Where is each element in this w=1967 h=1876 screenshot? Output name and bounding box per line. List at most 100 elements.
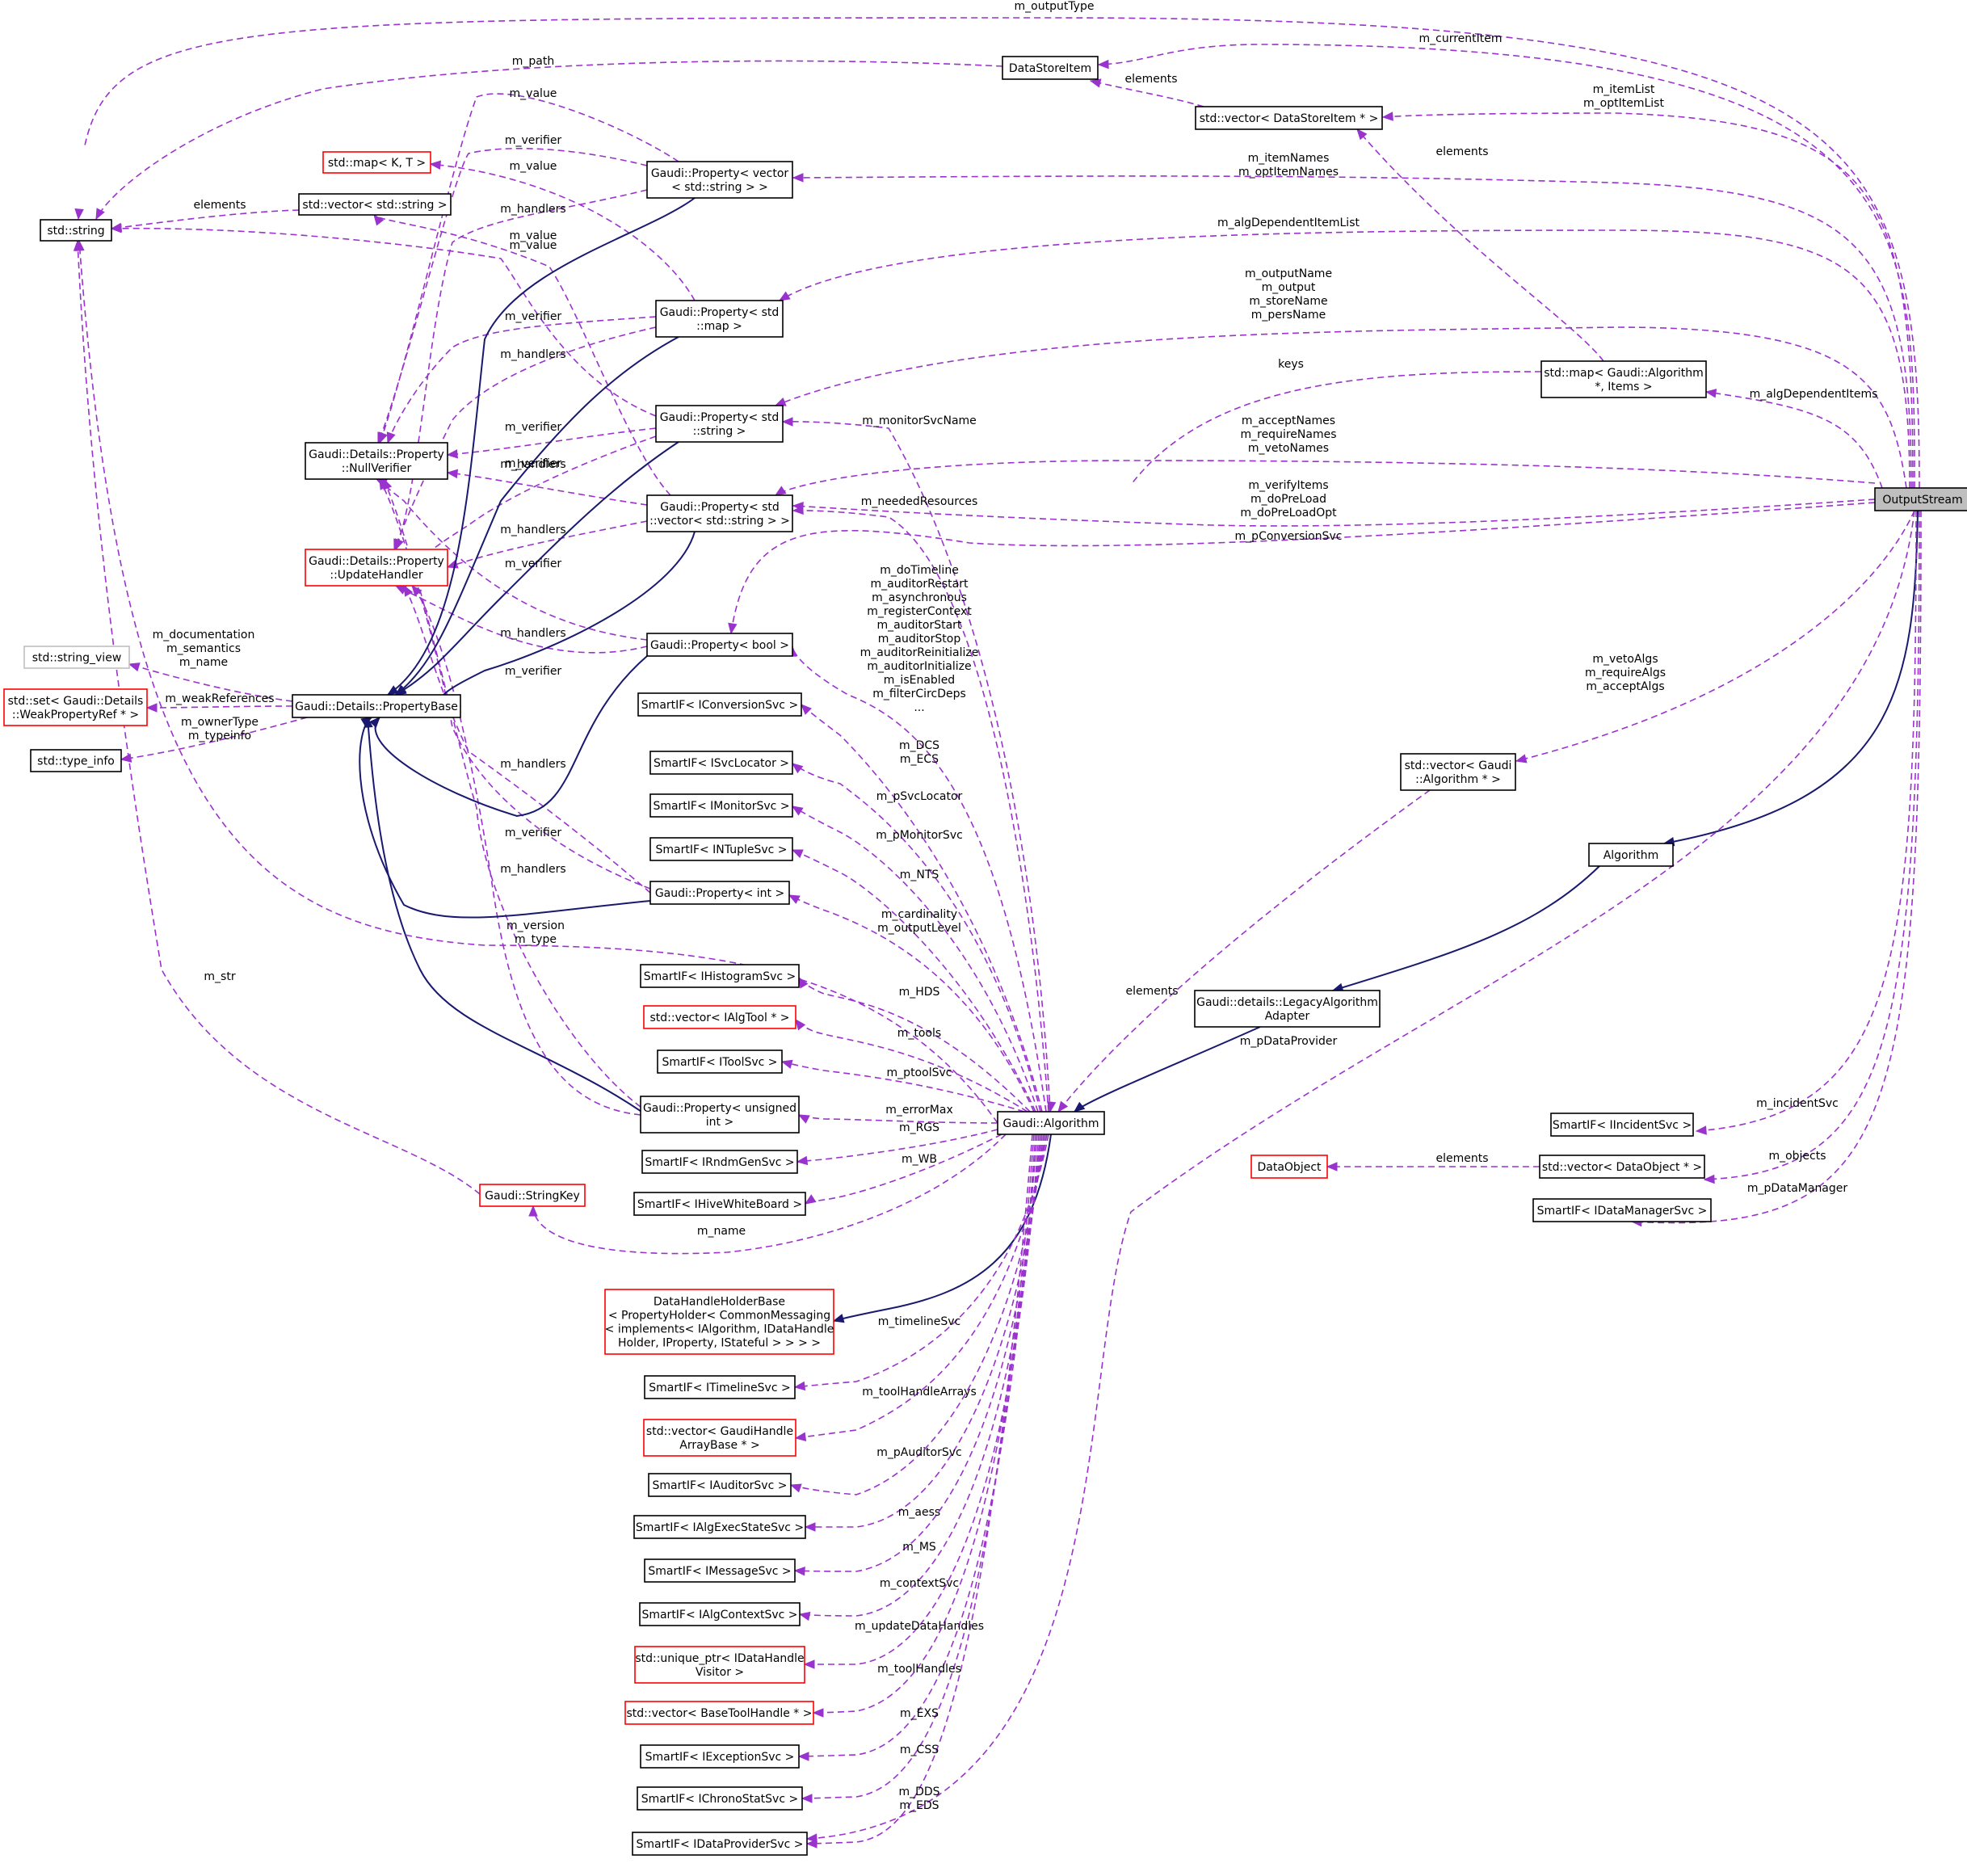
node-box[interactable] [40, 219, 112, 242]
class-node-simonitorsvc[interactable]: SmartIF< IMonitorSvc > [649, 793, 793, 818]
class-node-siexceptionsvc[interactable]: SmartIF< IExceptionSvc > [640, 1744, 800, 1769]
node-box[interactable] [643, 1419, 796, 1457]
node-box[interactable] [1195, 106, 1383, 130]
class-node-stdmapkt[interactable]: std::map< K, T > [322, 151, 431, 174]
class-node-stdstring[interactable]: std::string [40, 219, 112, 242]
node-box[interactable] [305, 442, 448, 480]
class-node-sidataprovidersvc[interactable]: SmartIF< IDataProviderSvc > [632, 1832, 808, 1856]
node-box[interactable] [646, 161, 793, 199]
class-node-siincidentsvc[interactable]: SmartIF< IIncidentSvc > [1550, 1113, 1694, 1137]
node-box[interactable] [633, 1515, 806, 1539]
node-box[interactable] [648, 1473, 792, 1497]
node-box[interactable] [1250, 1155, 1328, 1179]
class-node-propint[interactable]: Gaudi::Property< int > [649, 881, 790, 905]
class-node-datastoreitem[interactable]: DataStoreItem [1002, 56, 1099, 80]
class-node-sihivewhiteboard[interactable]: SmartIF< IHiveWhiteBoard > [633, 1192, 806, 1216]
node-box[interactable] [649, 881, 790, 905]
class-node-propvecstring[interactable]: Gaudi::Property< vector< std::string > > [646, 161, 793, 199]
node-box[interactable] [649, 751, 793, 775]
node-box[interactable] [1400, 753, 1516, 791]
class-node-sialgcontextsvc[interactable]: SmartIF< IAlgContextSvc > [639, 1602, 801, 1626]
class-node-sialgexecstatesvc[interactable]: SmartIF< IAlgExecStateSvc > [633, 1515, 806, 1539]
class-node-vecdatastoreitem[interactable]: std::vector< DataStoreItem * > [1195, 106, 1383, 130]
class-node-propstdstring[interactable]: Gaudi::Property< std::string > [655, 405, 784, 443]
node-box[interactable] [639, 1602, 801, 1626]
node-box[interactable] [646, 494, 793, 532]
node-box[interactable] [1540, 360, 1707, 398]
node-box[interactable] [624, 1701, 814, 1725]
class-node-updatehandler[interactable]: Gaudi::Details::Property::UpdateHandler [305, 549, 448, 587]
class-node-vecialgtool[interactable]: std::vector< IAlgTool * > [643, 1005, 796, 1029]
class-node-siauditorsvc[interactable]: SmartIF< IAuditorSvc > [648, 1473, 792, 1497]
node-box[interactable] [649, 793, 793, 818]
node-box[interactable] [632, 1832, 808, 1856]
node-box[interactable] [305, 549, 448, 587]
class-node-vecdataobject[interactable]: std::vector< DataObject * > [1539, 1155, 1705, 1179]
node-box[interactable] [298, 193, 452, 216]
node-box[interactable] [292, 694, 461, 718]
class-node-propstdmap[interactable]: Gaudi::Property< std::map > [655, 300, 784, 338]
class-node-sihistogramsvc[interactable]: SmartIF< IHistogramSvc > [640, 964, 800, 988]
node-box[interactable] [30, 749, 122, 772]
node-box[interactable] [641, 1150, 798, 1174]
node-box[interactable] [640, 1744, 800, 1769]
node-box[interactable] [997, 1111, 1105, 1135]
node-box[interactable] [604, 1289, 834, 1355]
class-node-propertybase[interactable]: Gaudi::Details::PropertyBase [292, 694, 461, 718]
node-box[interactable] [643, 1005, 796, 1029]
class-node-outputstream[interactable]: OutputStream [1874, 487, 1967, 511]
node-box[interactable] [1002, 56, 1099, 80]
node-box[interactable] [649, 837, 793, 861]
node-box[interactable] [633, 1192, 806, 1216]
class-node-vecalgptr[interactable]: std::vector< Gaudi::Algorithm * > [1400, 753, 1516, 791]
class-node-sidatamanagersvc[interactable]: SmartIF< IDataManagerSvc > [1532, 1198, 1712, 1222]
node-box[interactable] [1550, 1113, 1694, 1137]
node-box[interactable] [637, 1786, 803, 1811]
class-node-sirndmgensvc[interactable]: SmartIF< IRndmGenSvc > [641, 1150, 798, 1174]
class-node-vecstring[interactable]: std::vector< std::string > [298, 193, 452, 216]
class-node-dataobject[interactable]: DataObject [1250, 1155, 1328, 1179]
node-box[interactable] [1539, 1155, 1705, 1179]
node-box[interactable] [637, 692, 802, 717]
class-node-sichronostatsvc[interactable]: SmartIF< IChronoStatSvc > [637, 1786, 803, 1811]
class-node-nullverifier[interactable]: Gaudi::Details::Property::NullVerifier [305, 442, 448, 480]
node-box[interactable] [634, 1646, 805, 1684]
class-node-typeinfo[interactable]: std::type_info [30, 749, 122, 772]
node-box[interactable] [657, 1049, 783, 1074]
class-node-vecbasetoolhandle[interactable]: std::vector< BaseToolHandle * > [624, 1701, 814, 1725]
class-node-stringview[interactable]: std::string_view [23, 646, 130, 669]
node-box[interactable] [3, 688, 148, 726]
node-box[interactable] [1874, 487, 1967, 511]
node-box[interactable] [1588, 843, 1674, 867]
class-node-siconversion[interactable]: SmartIF< IConversionSvc > [637, 692, 802, 717]
class-node-sintuplesvc[interactable]: SmartIF< INTupleSvc > [649, 837, 793, 861]
class-node-datahandleholderbase[interactable]: DataHandleHolderBase< PropertyHolder< Co… [604, 1289, 834, 1355]
node-box[interactable] [640, 964, 800, 988]
node-box[interactable] [322, 151, 431, 174]
node-box[interactable] [644, 1375, 796, 1399]
node-box[interactable] [479, 1184, 586, 1207]
class-node-sisvclocator[interactable]: SmartIF< ISvcLocator > [649, 751, 793, 775]
class-node-gaudialgorithm[interactable]: Gaudi::Algorithm [997, 1111, 1105, 1135]
node-box[interactable] [644, 1558, 796, 1583]
class-node-simessagesvc[interactable]: SmartIF< IMessageSvc > [644, 1558, 796, 1583]
class-node-stringkey[interactable]: Gaudi::StringKey [479, 1184, 586, 1207]
node-box[interactable] [1532, 1198, 1712, 1222]
class-node-mapalgitems[interactable]: std::map< Gaudi::Algorithm*, Items > [1540, 360, 1707, 398]
node-box[interactable] [646, 633, 793, 657]
class-node-propbool[interactable]: Gaudi::Property< bool > [646, 633, 793, 657]
node-box[interactable] [655, 405, 784, 443]
class-node-setweak[interactable]: std::set< Gaudi::Details::WeakPropertyRe… [3, 688, 148, 726]
node-box[interactable] [640, 1096, 800, 1134]
class-node-propstdvecstring[interactable]: Gaudi::Property< std::vector< std::strin… [646, 494, 793, 532]
class-node-sitoolsvc[interactable]: SmartIF< IToolSvc > [657, 1049, 783, 1074]
node-box[interactable] [23, 646, 130, 669]
node-box[interactable] [655, 300, 784, 338]
class-node-sitimelinesvc[interactable]: SmartIF< ITimelineSvc > [644, 1375, 796, 1399]
class-node-algorithm[interactable]: Algorithm [1588, 843, 1674, 867]
node-box[interactable] [1194, 990, 1381, 1028]
